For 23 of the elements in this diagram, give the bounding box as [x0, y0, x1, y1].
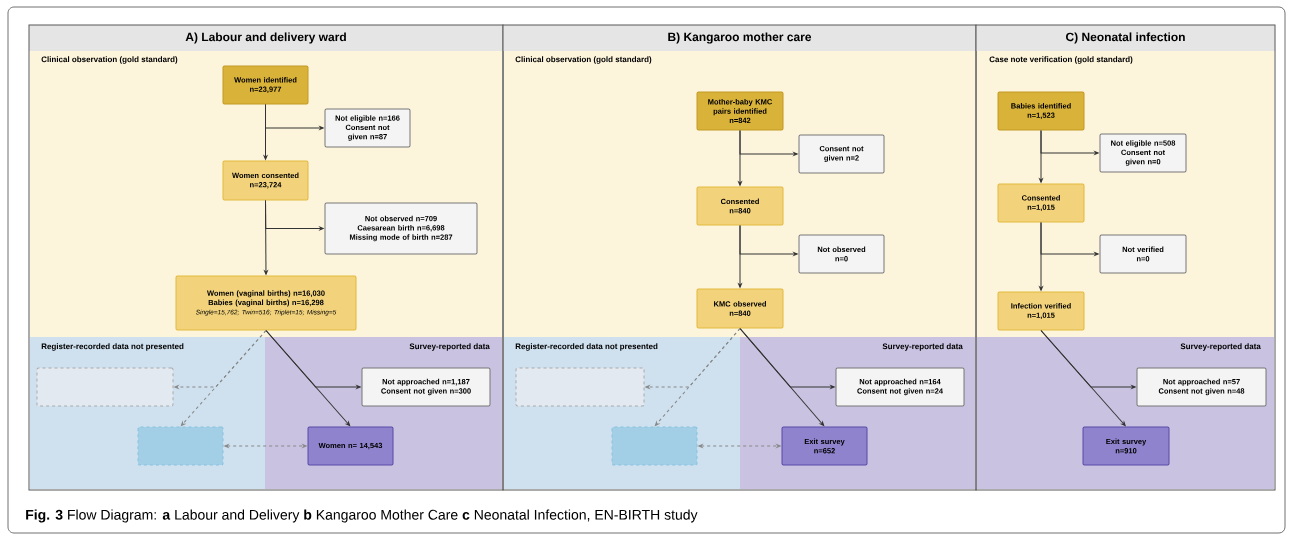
node-label: Clinical observation (gold standard): [515, 56, 652, 64]
node-label: Clinical observation (gold standard): [41, 56, 178, 64]
placeholder-box: [611, 426, 698, 466]
arrow: [1040, 222, 1099, 256]
arrow: [739, 225, 798, 256]
arrow: [265, 104, 324, 130]
arrow: [645, 328, 741, 389]
arrow: [739, 130, 798, 156]
placeholder-box: [36, 367, 174, 407]
arrow: [1040, 330, 1136, 389]
node-label: Survey-reported data: [1180, 343, 1261, 351]
arrow: [739, 328, 835, 389]
arrow: [1040, 130, 1099, 155]
node-label: Case note verification (gold standard): [989, 56, 1133, 64]
arrow: [698, 444, 781, 448]
arrow: [224, 444, 307, 448]
arrow: [265, 330, 361, 389]
figure-caption: Fig. 3 Flow Diagram: a Labour and Delivery b Kangaroo Mother Care c Neonatal Infection, EN-BIRTH study: [26, 509, 698, 523]
arrow: [174, 330, 267, 389]
node-label: Survey-reported data: [882, 343, 963, 351]
arrow: [265, 200, 324, 231]
placeholder-box: [137, 426, 224, 466]
placeholder-box: [515, 367, 645, 407]
